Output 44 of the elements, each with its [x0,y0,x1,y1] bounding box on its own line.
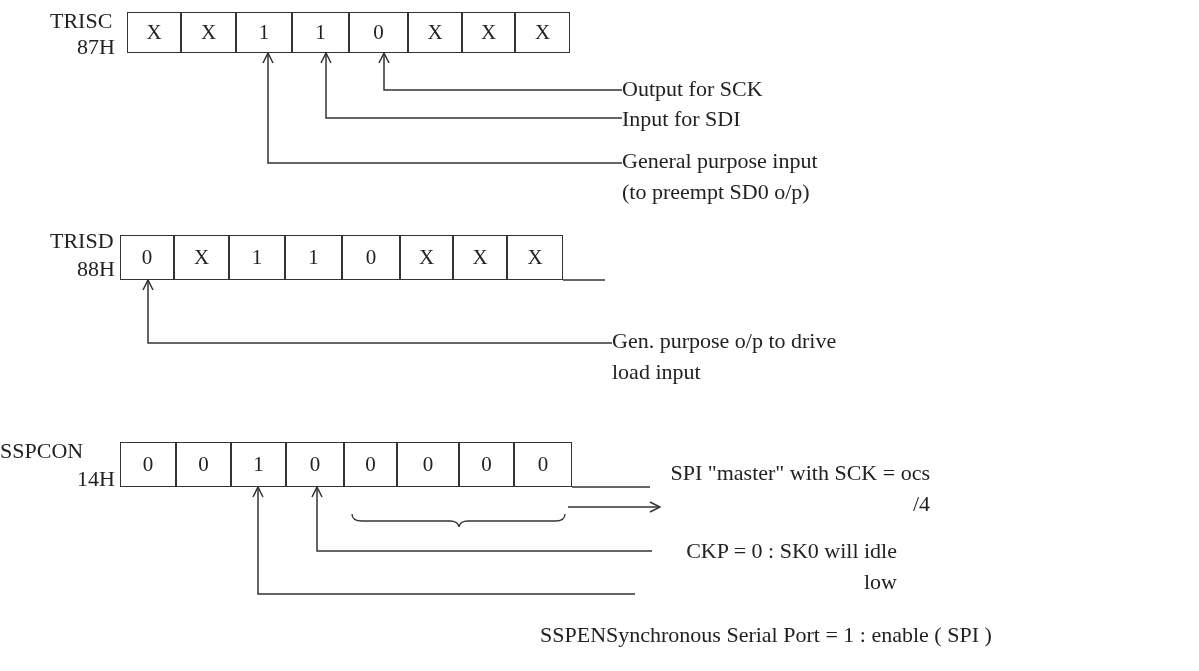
bit-cell: X [462,12,515,53]
bit-cell: 0 [286,442,344,487]
bit-cell: X [453,235,507,280]
annotation-text: Output for SCK [622,74,842,105]
bit-cell: 1 [231,442,286,487]
bit-cell: X [408,12,462,53]
bit-cell: 0 [349,12,408,53]
bit-cell: 0 [342,235,400,280]
register-label: SSPENSynchronous Serial Port = 1 : enable ( SPI ) [540,622,992,648]
bit-cell: 0 [120,235,174,280]
bit-cell: 0 [176,442,231,487]
annotation-text: SPI "master" with SCK = ocs /4 [660,458,930,520]
bit-cell: 1 [285,235,342,280]
bit-cell: 1 [229,235,285,280]
bit-cell: 1 [236,12,292,53]
arrow [262,52,623,164]
bit-cell: 0 [397,442,459,487]
bit-cell: X [127,12,181,53]
bit-cell: X [174,235,229,280]
bit-cell: X [400,235,453,280]
annotation-text: CKP = 0 : SK0 will idle low [652,536,897,598]
register-label: 87H [76,34,115,60]
register-label: TRISC [50,8,113,34]
bit-cell: 0 [459,442,514,487]
bit-cell: 0 [514,442,572,487]
annotation-text: Gen. purpose o/p to drive load input [612,326,852,388]
arrow [567,501,661,513]
bit-cell: 1 [292,12,349,53]
bit-cell: X [181,12,236,53]
arrow [311,486,653,552]
arrow [252,486,636,595]
register-label: SSPCON [0,438,84,464]
annotation-text: Input for SDI [622,104,842,135]
bit-cell: X [507,235,563,280]
register-label: 14H [76,466,115,492]
arrow [378,52,623,91]
register-label: 88H [76,256,115,282]
annotation-text: General purpose input (to preempt SD0 o/p) [622,146,827,208]
bit-cell: 0 [120,442,176,487]
arrow [320,52,623,119]
register-label: TRISD [50,228,114,254]
bit-cell: 0 [344,442,397,487]
bit-cell: X [515,12,570,53]
arrow [142,279,613,344]
